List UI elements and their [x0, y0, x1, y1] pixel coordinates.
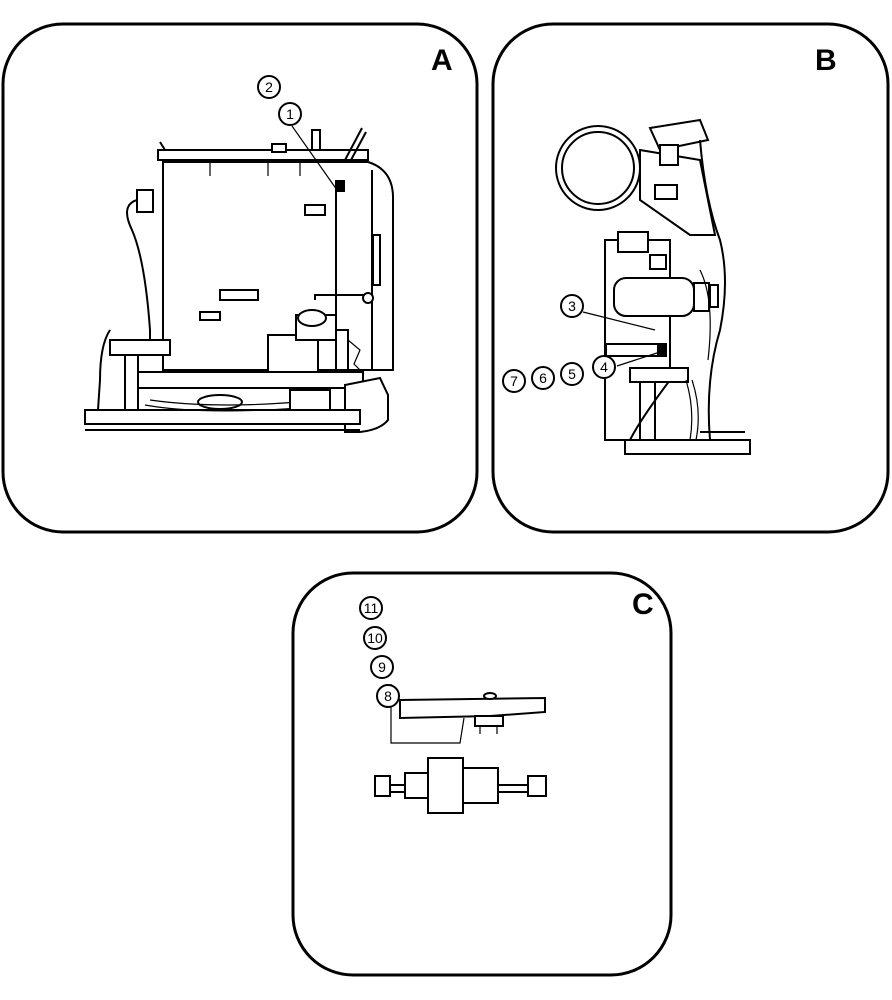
- panel-c-drawing: [374, 692, 547, 814]
- callout-2-label: 2: [265, 79, 273, 95]
- callout-4: 4: [592, 355, 616, 379]
- panel-a: A: [1, 22, 479, 534]
- panel-b-letter: B: [815, 44, 837, 77]
- callout-1-label: 1: [286, 106, 294, 122]
- callout-1: 1: [278, 102, 302, 126]
- callout-2: 2: [257, 75, 281, 99]
- callout-4-label: 4: [600, 359, 608, 375]
- callout-10: 10: [363, 626, 387, 650]
- callout-7-label: 7: [510, 373, 518, 389]
- callout-11: 11: [359, 596, 383, 620]
- callout-8: 8: [376, 684, 400, 708]
- callout-6-label: 6: [539, 370, 547, 386]
- callout-5: 5: [560, 362, 584, 386]
- callout-5-label: 5: [568, 366, 576, 382]
- callout-3-label: 3: [568, 298, 576, 314]
- panel-b-frame: [491, 22, 890, 534]
- callout-7: 7: [502, 369, 526, 393]
- panel-c-letter: C: [632, 588, 654, 621]
- callout-9-label: 9: [378, 659, 386, 675]
- callout-10-label: 10: [367, 630, 383, 646]
- callout-3: 3: [560, 294, 584, 318]
- callout-11-label: 11: [364, 600, 379, 616]
- panel-b-drawing: [555, 118, 751, 455]
- panel-a-drawing: [84, 127, 395, 433]
- panel-c: C 11 10: [291, 571, 673, 977]
- panel-a-letter: A: [431, 44, 453, 77]
- callout-6: 6: [531, 366, 555, 390]
- callout-8-label: 8: [384, 688, 392, 704]
- callout-9: 9: [370, 655, 394, 679]
- panel-b: B: [491, 22, 890, 534]
